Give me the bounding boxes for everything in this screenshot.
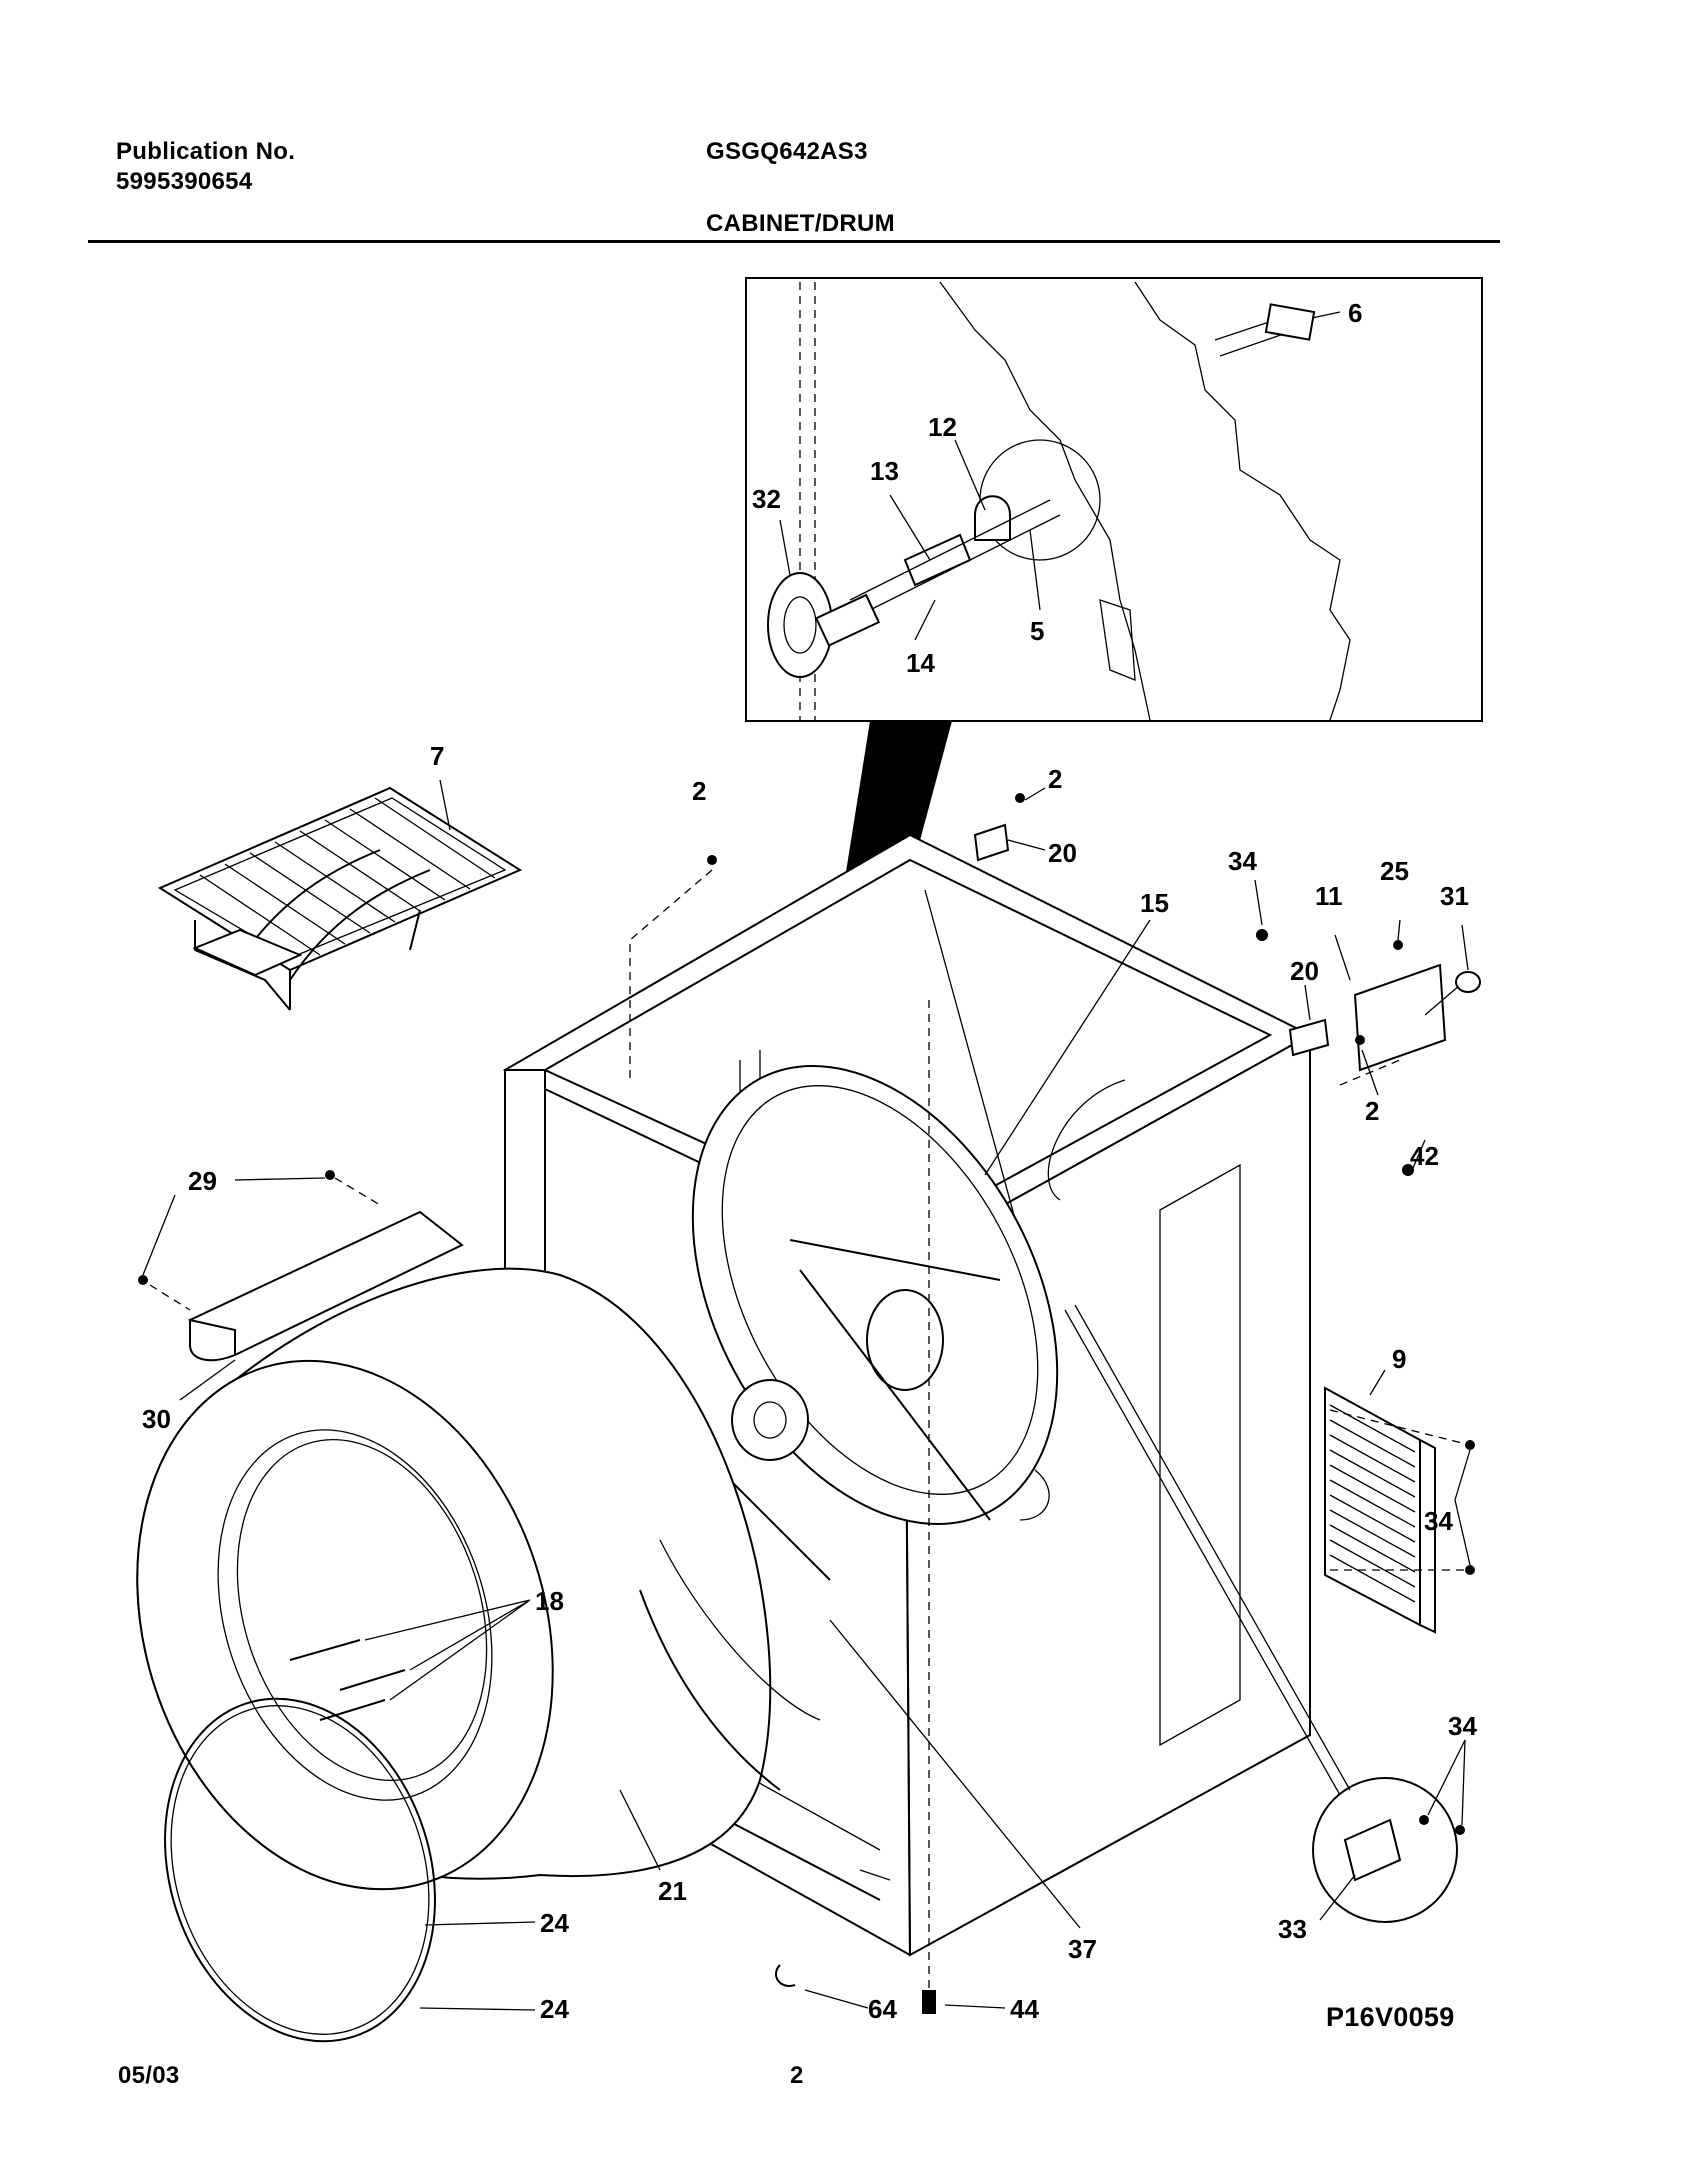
- callout-2-right: 2: [1365, 1096, 1379, 1126]
- inset-frame: [745, 277, 1483, 722]
- callout-37: 37: [1068, 1934, 1097, 1964]
- fasteners: [707, 793, 1475, 2014]
- callout-15: 15: [1140, 888, 1169, 918]
- publication-number: 5995390654: [116, 168, 253, 195]
- model-number: GSGQ642AS3: [706, 138, 868, 165]
- baffle-screws: [289, 1639, 406, 1721]
- callout-11: 11: [1315, 881, 1343, 911]
- callout-9: 9: [1392, 1344, 1406, 1374]
- rack-wires: [199, 797, 496, 956]
- callout-20-right: 20: [1290, 956, 1319, 986]
- publication-date: 05/03: [118, 2062, 180, 2089]
- vent-panel: [1324, 1386, 1436, 1634]
- bulkhead-hub: [866, 1289, 944, 1391]
- drum-opening: [217, 1429, 493, 1801]
- door-switch: [1343, 1818, 1402, 1882]
- callout-7: 7: [430, 741, 444, 771]
- publication-label: Publication No.: [116, 138, 296, 165]
- inset-part-12: [974, 495, 1011, 541]
- rear-bearing: [731, 1379, 809, 1461]
- drum-seal: [164, 1697, 436, 2043]
- callout-34-vent: 34: [1424, 1506, 1453, 1536]
- callout-14: 14: [906, 648, 935, 678]
- inset-part-6: [1264, 303, 1316, 341]
- callout-31: 31: [1440, 881, 1469, 911]
- callout-64: 64: [868, 1994, 897, 2024]
- inset-shaft: [849, 499, 1061, 616]
- drum: [136, 1267, 772, 2043]
- section-title: CABINET/DRUM: [706, 210, 895, 237]
- callout-44: 44: [1010, 1994, 1039, 2024]
- inset-part-13: [903, 533, 972, 587]
- callout-32: 32: [752, 484, 781, 514]
- callout-24-a: 24: [540, 1908, 569, 1938]
- callout-34-top: 34: [1228, 846, 1257, 876]
- bulkhead-slots: [729, 1239, 1001, 1581]
- callout-33: 33: [1278, 1914, 1307, 1944]
- leveling-leg: [922, 1990, 936, 2014]
- callout-18: 18: [535, 1586, 564, 1616]
- rack-legs: [194, 909, 421, 1011]
- callout-29: 29: [188, 1166, 217, 1196]
- inset-detail: 6 12 13 32 14 5: [745, 277, 1483, 722]
- rear-bulkhead: [691, 1065, 1059, 1581]
- filter-housing: [138, 1170, 464, 1362]
- door-switch-detail: [1064, 1304, 1458, 1923]
- dryer-rack: [157, 786, 523, 1011]
- callout-34-switch: 34: [1448, 1711, 1477, 1741]
- bracket-20-right: [1288, 1018, 1330, 1057]
- inset-cabinet-edge: [1134, 281, 1351, 721]
- part-31: [1455, 971, 1481, 993]
- callout-2-top: 2: [692, 776, 706, 806]
- bracket-11: [1353, 963, 1447, 1072]
- figure-id: P16V0059: [1326, 2002, 1455, 2032]
- page-number: 2: [790, 2062, 804, 2089]
- callout-13: 13: [870, 456, 899, 486]
- callout-6: 6: [1348, 298, 1362, 328]
- callout-20-top: 20: [1048, 838, 1077, 868]
- header-rule: [88, 240, 1500, 243]
- callout-25: 25: [1380, 856, 1409, 886]
- callout-5: 5: [1030, 616, 1044, 646]
- vent-slats: [1329, 1404, 1416, 1603]
- inset-panel-edge: [939, 281, 1151, 721]
- callout-12: 12: [928, 412, 957, 442]
- callout-24-b: 24: [540, 1994, 569, 2024]
- callout-30: 30: [142, 1404, 171, 1434]
- inset-slot: [1099, 599, 1136, 681]
- callout-21: 21: [658, 1876, 687, 1906]
- callout-2-bracket: 2: [1048, 764, 1062, 794]
- inset-bearing-plate: [979, 439, 1101, 561]
- part-64: [775, 1964, 796, 1987]
- cabinet-right-emboss: [1159, 1163, 1241, 1747]
- callout-42: 42: [1410, 1141, 1439, 1171]
- bracket-20-top: [973, 823, 1010, 862]
